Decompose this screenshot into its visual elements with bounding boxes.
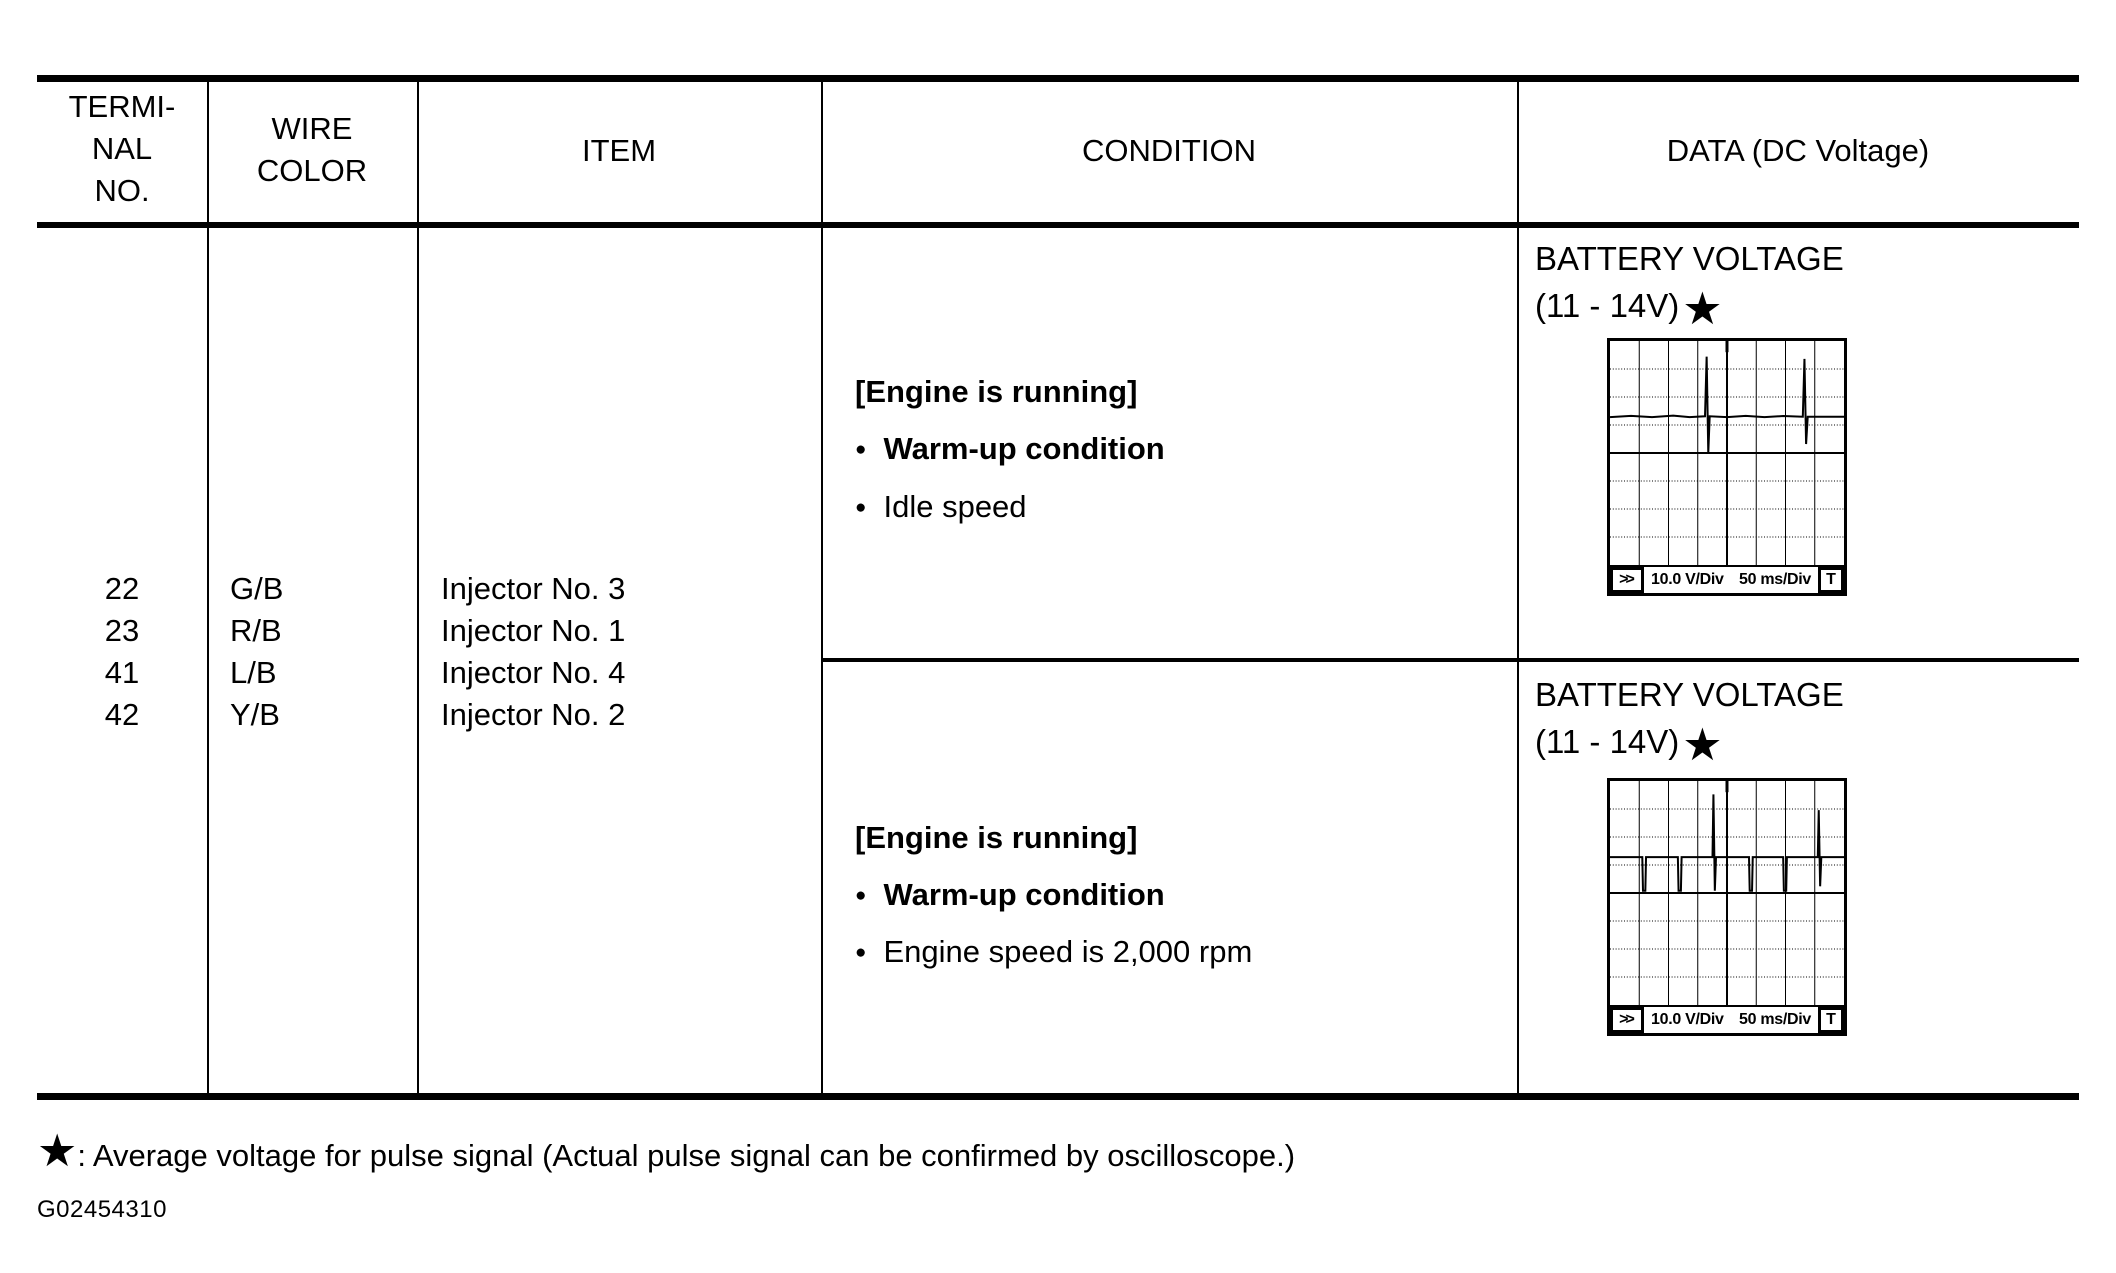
column-divider-condition-data bbox=[1517, 82, 1519, 1093]
bullet-icon: ● bbox=[855, 885, 867, 906]
oscilloscope-idle-grid bbox=[1610, 341, 1844, 567]
header-item: ITEM bbox=[581, 133, 657, 168]
bullet-icon: ● bbox=[855, 942, 867, 963]
data2-range-text: (11 - 14V) bbox=[1535, 723, 1680, 760]
condition2-bullet2: ● Engine speed is 2,000 rpm bbox=[855, 932, 1252, 973]
condition1-bullet2-text: Idle speed bbox=[883, 489, 1027, 524]
terminal-no-value: 42 bbox=[104, 697, 140, 732]
wire-color-value: Y/B bbox=[230, 697, 280, 732]
condition1-bullet1: ● Warm-up condition bbox=[855, 429, 1165, 470]
condition1-bullet1-text: Warm-up condition bbox=[883, 431, 1165, 466]
data1-title: BATTERY VOLTAGE bbox=[1535, 240, 1844, 277]
data2-range: (11 - 14V)★ bbox=[1535, 722, 1723, 767]
header-wire-line1: WIRE bbox=[271, 111, 353, 146]
terminal-no-list: 22 23 41 42 bbox=[37, 568, 207, 736]
condition1-bullet2: ● Idle speed bbox=[855, 487, 1027, 528]
time-per-div-label: 50 ms/Div bbox=[1738, 571, 1811, 588]
oscilloscope-2000rpm-statusbar: >> 10.0 V/Div 50 ms/Div T bbox=[1610, 1007, 1844, 1033]
header-data: DATA (DC Voltage) bbox=[1666, 133, 1930, 168]
condition2-bullet1: ● Warm-up condition bbox=[855, 875, 1165, 916]
oscilloscope-idle-statusbar: >> 10.0 V/Div 50 ms/Div T bbox=[1610, 567, 1844, 593]
condition2-bullet2-text: Engine speed is 2,000 rpm bbox=[883, 934, 1253, 969]
item-value: Injector No. 4 bbox=[441, 655, 626, 690]
wire-color-list: G/B R/B L/B Y/B bbox=[230, 568, 283, 736]
trigger-badge: T bbox=[1818, 1007, 1844, 1033]
volts-per-div-label: 10.0 V/Div bbox=[1651, 1011, 1724, 1028]
volts-per-div-label: 10.0 V/Div bbox=[1651, 571, 1724, 588]
condition1-header: [Engine is running] bbox=[855, 374, 1138, 409]
wire-color-value: R/B bbox=[230, 613, 282, 648]
table-row-divider-rule bbox=[821, 658, 2079, 662]
bullet-icon: ● bbox=[855, 497, 867, 518]
star-icon: ★ bbox=[37, 1125, 78, 1176]
data1-range-text: (11 - 14V) bbox=[1535, 287, 1680, 324]
table-header-rule bbox=[37, 222, 2079, 228]
column-divider-wire-item bbox=[417, 82, 419, 1093]
oscilloscope-idle: >> 10.0 V/Div 50 ms/Div T bbox=[1607, 338, 1847, 596]
channel-marker-badge: >> bbox=[1610, 1007, 1644, 1033]
wire-color-value: G/B bbox=[230, 571, 284, 606]
item-value: Injector No. 2 bbox=[441, 697, 626, 732]
header-wire-line2: COLOR bbox=[256, 153, 368, 188]
table-bottom-rule bbox=[37, 1093, 2079, 1100]
header-condition: CONDITION bbox=[1082, 133, 1256, 168]
data2-title: BATTERY VOLTAGE bbox=[1535, 676, 1844, 713]
oscilloscope-2000rpm-grid bbox=[1610, 781, 1844, 1007]
channel-marker-badge: >> bbox=[1610, 567, 1644, 593]
data1-range: (11 - 14V)★ bbox=[1535, 286, 1723, 331]
wire-color-value: L/B bbox=[230, 655, 277, 690]
star-icon: ★ bbox=[1682, 719, 1723, 770]
bullet-icon: ● bbox=[855, 439, 867, 460]
item-value: Injector No. 1 bbox=[441, 613, 626, 648]
time-per-div-label: 50 ms/Div bbox=[1738, 1011, 1811, 1028]
terminal-no-value: 23 bbox=[104, 613, 140, 648]
terminal-no-value: 41 bbox=[104, 655, 140, 690]
condition2-header: [Engine is running] bbox=[855, 820, 1138, 855]
oscilloscope-2000rpm: >> 10.0 V/Div 50 ms/Div T bbox=[1607, 778, 1847, 1036]
figure-id: G02454310 bbox=[37, 1196, 167, 1223]
footnote-text: : Average voltage for pulse signal (Actu… bbox=[77, 1138, 1296, 1173]
terminal-no-value: 22 bbox=[104, 571, 140, 606]
star-icon: ★ bbox=[1682, 283, 1723, 334]
table-top-rule bbox=[37, 75, 2079, 82]
header-terminal-line1: TERMI- bbox=[68, 89, 176, 124]
column-divider-terminal-wire bbox=[207, 82, 209, 1093]
header-terminal-line3: NO. bbox=[94, 173, 150, 208]
column-divider-item-condition bbox=[821, 82, 823, 1093]
item-value: Injector No. 3 bbox=[441, 571, 626, 606]
condition2-bullet1-text: Warm-up condition bbox=[883, 877, 1165, 912]
trigger-badge: T bbox=[1818, 567, 1844, 593]
header-wire-color: WIRE COLOR bbox=[207, 108, 417, 192]
footnote: ★: Average voltage for pulse signal (Act… bbox=[37, 1124, 1295, 1177]
header-terminal-line2: NAL bbox=[91, 131, 153, 166]
header-terminal-no: TERMI- NAL NO. bbox=[37, 86, 207, 212]
item-list: Injector No. 3 Injector No. 1 Injector N… bbox=[441, 568, 625, 736]
